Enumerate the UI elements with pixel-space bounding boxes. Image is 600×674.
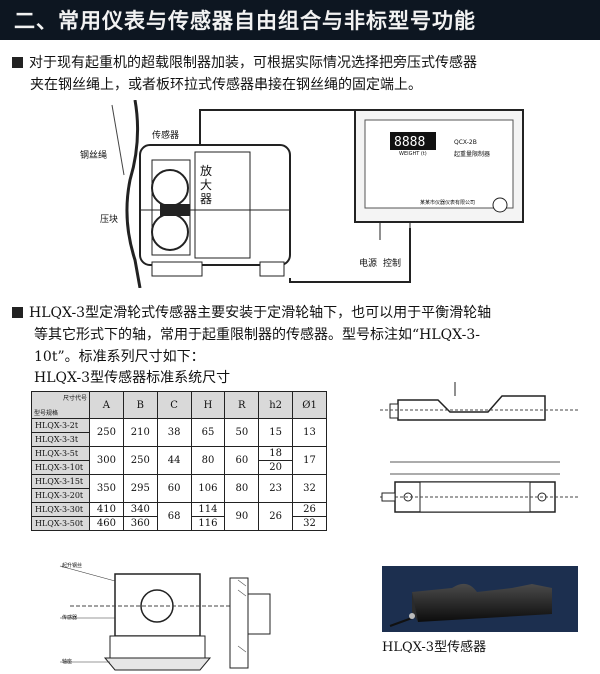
col-header: h2 [258, 391, 294, 419]
corner-bottom-label: 型号规格 [34, 410, 59, 417]
value-cell: 60 [156, 474, 192, 503]
value-cell: 32 [292, 516, 327, 531]
value-cell: 360 [122, 516, 158, 531]
table-row: HLQX-3-30t 410 340 68 114 90 26 26 [31, 502, 327, 531]
value-cell: 26 [292, 502, 327, 517]
intro-line-2: 夹在钢丝绳上，或者板环拉式传感器串接在钢丝绳的固定端上。 [30, 77, 422, 93]
table-row: HLQX-3-10t 20 [31, 460, 327, 475]
product-photo-sensor [389, 583, 552, 627]
corner-top-label: 尺寸代号 [62, 395, 87, 402]
value-cell: 80 [224, 474, 260, 503]
value-cell: 350 [88, 474, 124, 503]
svg-text:8888: 8888 [394, 135, 425, 150]
installation-drawing [59, 565, 271, 671]
value-cell: 90 [224, 502, 260, 531]
clamp-sensor-diagram: 8888 [111, 100, 524, 288]
amplifier-label: 放大器 [200, 164, 213, 206]
value-cell: 410 [88, 502, 124, 517]
label-rope: 钢丝绳 [80, 151, 108, 161]
intro-line-1: 对于现有起重机的超载限制器加装，可根据实际情况选择把旁压式传感器 [12, 52, 477, 74]
model-cell: HLQX-3-10t [31, 460, 90, 475]
value-cell: 15 [258, 418, 294, 447]
col-header: Ø1 [292, 391, 327, 419]
table-caption: HLQX-3型传感器标准系统尺寸 [34, 370, 231, 386]
value-cell: 295 [122, 474, 158, 503]
col-header: R [224, 391, 260, 419]
photo-caption: HLQX-3型传感器 [382, 640, 487, 655]
section2-line-1: HLQX-3型定滑轮式传感器主要安装于定滑轮轴下，也可以用于平衡滑轮轴 [12, 302, 491, 324]
value-cell: 26 [258, 502, 294, 531]
model-cell: HLQX-3-3t [31, 432, 90, 447]
section2-text-1: HLQX-3型定滑轮式传感器主要安装于定滑轮轴下，也可以用于平衡滑轮轴 [29, 305, 492, 321]
bullet-icon [12, 57, 23, 68]
spec-table: 尺寸代号 型号规格 A B C H R h2 Ø1 HLQX-3-2t 250 … [31, 391, 327, 531]
section2-line-2: 等其它形式下的轴，常用于起重限制器的传感器。型号标注如“HLQX-3- [34, 327, 480, 343]
col-header: C [156, 391, 192, 419]
model-cell: HLQX-3-20t [31, 488, 90, 503]
value-cell: 38 [156, 418, 192, 447]
label-sensor: 传感器 [152, 131, 180, 141]
value-cell: 18 [258, 446, 294, 461]
label-control: 控制 [383, 259, 402, 269]
value-cell: 116 [190, 516, 226, 531]
table-header-row: 尺寸代号 型号规格 A B C H R h2 Ø1 [31, 391, 327, 419]
label-power: 电源 [359, 259, 378, 269]
value-cell: 65 [190, 418, 226, 447]
intro-text-1: 对于现有起重机的超载限制器加装，可根据实际情况选择把旁压式传感器 [29, 55, 477, 71]
table-row: HLQX-3-5t 300 250 44 80 60 18 17 [31, 446, 327, 475]
value-cell: 44 [156, 446, 192, 475]
value-cell: 250 [88, 418, 124, 447]
model-cell: HLQX-3-30t [31, 502, 90, 517]
table-row: HLQX-3-2t 250 210 38 65 50 15 13 [31, 418, 327, 447]
section2-line-3: 10t”。标准系列尺寸如下： [34, 349, 205, 365]
value-cell: 106 [190, 474, 226, 503]
col-header: A [88, 391, 124, 419]
value-cell: 114 [190, 502, 226, 517]
value-cell: 17 [292, 446, 327, 475]
device-name: 起重量限制器 [454, 151, 491, 158]
value-cell: 50 [224, 418, 260, 447]
bullet-icon [12, 307, 23, 318]
model-cell: HLQX-3-50t [31, 516, 90, 531]
model-cell: HLQX-3-15t [31, 474, 90, 489]
sensor-technical-drawing [380, 382, 580, 513]
product-photo [382, 566, 578, 632]
table-row: HLQX-3-20t [31, 488, 327, 503]
value-cell: 13 [292, 418, 327, 447]
label-axle-seat: 轴座 [62, 659, 73, 665]
table-corner-cell: 尺寸代号 型号规格 [31, 391, 90, 419]
col-header: H [190, 391, 226, 419]
display-unit: WEIGHT (t) [399, 151, 427, 157]
value-cell: 60 [224, 446, 260, 475]
page-title: 二、常用仪表与传感器自由组合与非标型号功能 [14, 9, 476, 33]
value-cell: 250 [122, 446, 158, 475]
col-header: B [122, 391, 158, 419]
maker-name: 某某市仪器仪表有限公司 [420, 200, 476, 206]
value-cell: 20 [258, 460, 294, 475]
device-model: QCX-2B [454, 139, 477, 146]
value-cell: 32 [292, 474, 327, 503]
value-cell: 460 [88, 516, 124, 531]
value-cell: 68 [156, 502, 192, 531]
value-cell: 340 [122, 502, 158, 517]
value-cell: 80 [190, 446, 226, 475]
model-cell: HLQX-3-2t [31, 418, 90, 433]
table-row: HLQX-3-15t 350 295 60 106 80 23 32 [31, 474, 327, 503]
label-hoist-rope: 起升钢丝 [62, 563, 83, 569]
title-banner [0, 0, 600, 40]
model-cell: HLQX-3-5t [31, 446, 90, 461]
value-cell: 300 [88, 446, 124, 475]
label-sensor-install: 传感器 [62, 615, 78, 621]
label-block: 压块 [100, 215, 119, 225]
table-row: HLQX-3-50t 460 360 116 32 [31, 516, 327, 531]
value-cell: 23 [258, 474, 294, 503]
value-cell: 210 [122, 418, 158, 447]
